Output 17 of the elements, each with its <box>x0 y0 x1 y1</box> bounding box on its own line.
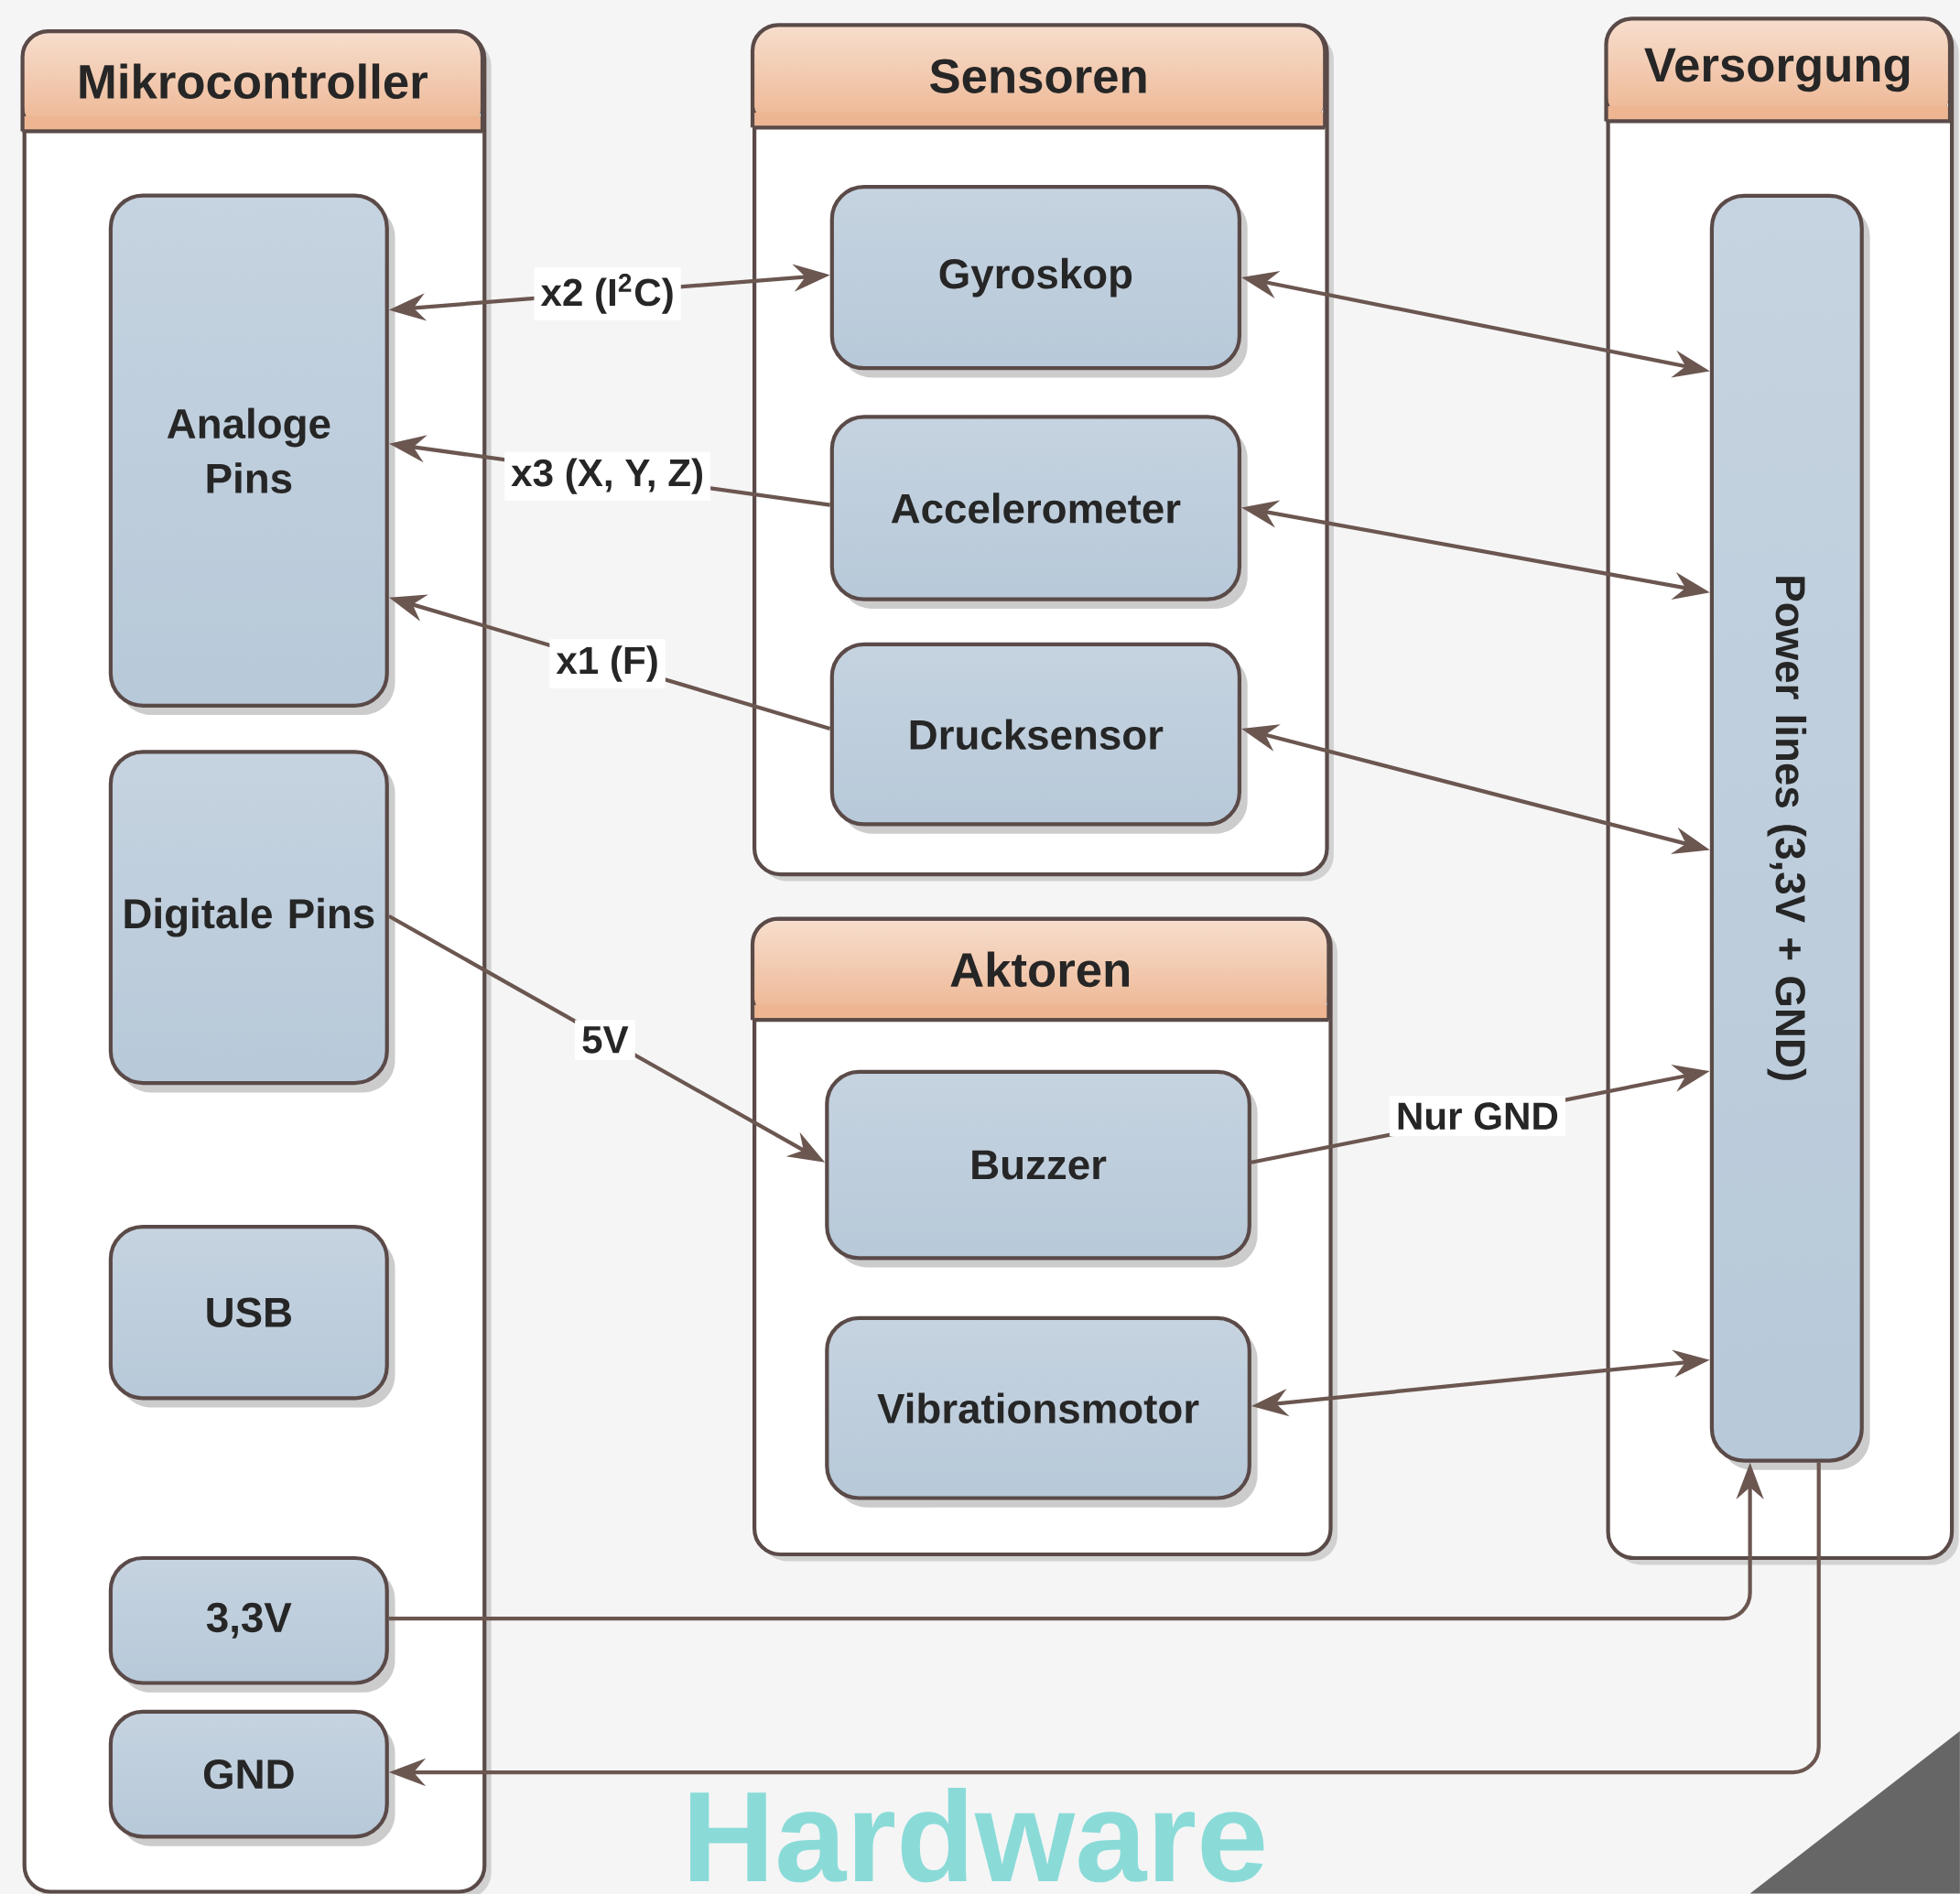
component-box: Gyroskop <box>829 185 1248 378</box>
component-box: Drucksensor <box>829 642 1248 834</box>
watermark-title: Hardware <box>690 1788 1264 1883</box>
component-box: Buzzer <box>825 1069 1258 1268</box>
edge-label: x2 (I$^{2}$C) <box>534 267 681 320</box>
component-box: Digitale Pins <box>108 750 395 1093</box>
edge-label: 5V <box>575 1020 635 1060</box>
edge-label: x3 (X, Y, Z) <box>504 451 711 501</box>
component-box: Vibrationsmotor <box>825 1315 1258 1508</box>
edge-label: Nur GND <box>1389 1096 1565 1137</box>
component-box: 3,3V <box>108 1555 395 1693</box>
component-box: USB <box>108 1225 395 1408</box>
power-rail-box: Power lines (3,3V + GND) <box>1709 193 1870 1470</box>
component-box: GND <box>108 1709 395 1846</box>
component-box: Analoge Pins <box>108 193 395 715</box>
edge-label: x1 (F) <box>549 639 666 688</box>
component-box: Accelerometer <box>829 415 1248 609</box>
